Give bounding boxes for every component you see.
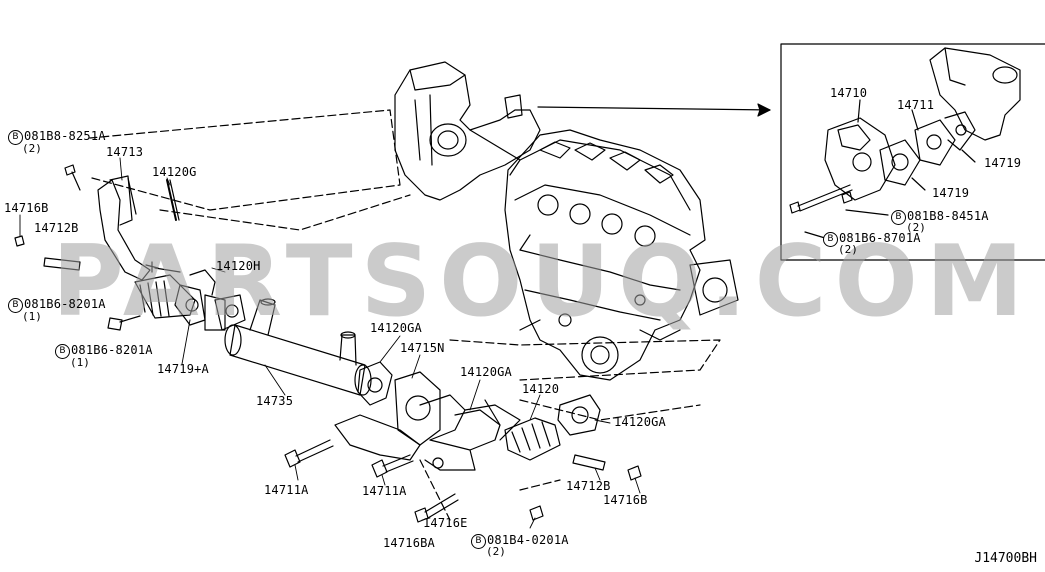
label-081b8-8451a[interactable]: 081B8-8451A (907, 209, 989, 223)
label-14716e[interactable]: 14716E (423, 516, 468, 530)
flange-bellows-drawing (134, 269, 226, 331)
inset-frame (780, 43, 1045, 261)
label-081b6-8701a[interactable]: 081B6-8701A (839, 231, 921, 245)
watermark: PARTSOUQ.COM (52, 225, 1032, 339)
label-14120g[interactable]: 14120G (152, 165, 197, 179)
label-14716b-left[interactable]: 14716B (4, 201, 49, 215)
inset-egr-valve-drawing (789, 47, 1021, 239)
dashed-leaders (89, 109, 721, 521)
label-14712b-right[interactable]: 14712B (566, 479, 611, 493)
label-14735[interactable]: 14735 (256, 394, 294, 408)
label-081b6-8201a-a[interactable]: 081B6-8201A (24, 297, 106, 311)
label-14719-a[interactable]: 14719 (984, 156, 1022, 170)
label-14716ba[interactable]: 14716BA (383, 536, 435, 550)
label-14120[interactable]: 14120 (522, 382, 560, 396)
bolt-symbol: B (8, 130, 23, 145)
label-14710[interactable]: 14710 (830, 86, 868, 100)
bolt-symbol: B (8, 298, 23, 313)
label-081b6-8201a-b[interactable]: 081B6-8201A (71, 343, 153, 357)
label-14120h[interactable]: 14120H (216, 259, 261, 273)
label-14719-b[interactable]: 14719 (932, 186, 970, 200)
qty-081b6-8201a-b: (1) (70, 356, 90, 369)
label-081b8-8251a[interactable]: 081B8-8251A (24, 129, 106, 143)
label-14120ga-b[interactable]: 14120GA (460, 365, 512, 379)
bolt-symbol: B (823, 232, 838, 247)
diagram-code: J14700BH (974, 551, 1037, 566)
inset-arrow (537, 103, 771, 117)
bolt-symbol: B (891, 210, 906, 225)
egr-valve-lower-drawing (334, 361, 601, 471)
turbo-manifold-drawing (394, 61, 541, 201)
qty-081b8-8251a: (2) (22, 142, 42, 155)
label-14120ga-c[interactable]: 14120GA (614, 415, 666, 429)
engine-block-drawing (504, 129, 739, 381)
label-leaders (19, 157, 641, 529)
label-14713[interactable]: 14713 (106, 145, 144, 159)
bolt-symbol: B (471, 534, 486, 549)
label-14715n[interactable]: 14715N (400, 341, 445, 355)
qty-081b6-8701a: (2) (838, 243, 858, 256)
qty-081b4-0201a: (2) (486, 545, 506, 558)
qty-081b8-8451a: (2) (906, 221, 926, 234)
label-14719a[interactable]: 14719+A (157, 362, 209, 376)
label-14712b-left[interactable]: 14712B (34, 221, 79, 235)
label-14716b-right[interactable]: 14716B (603, 493, 648, 507)
bolts-drawing (14, 164, 642, 523)
qty-081b6-8201a-a: (1) (22, 310, 42, 323)
label-14120ga-a[interactable]: 14120GA (370, 321, 422, 335)
label-14711a-a[interactable]: 14711A (264, 483, 309, 497)
label-14711a-b[interactable]: 14711A (362, 484, 407, 498)
egr-tube-drawing (97, 175, 180, 281)
label-14711[interactable]: 14711 (897, 98, 935, 112)
bolt-symbol: B (55, 344, 70, 359)
label-081b4-0201a[interactable]: 081B4-0201A (487, 533, 569, 547)
